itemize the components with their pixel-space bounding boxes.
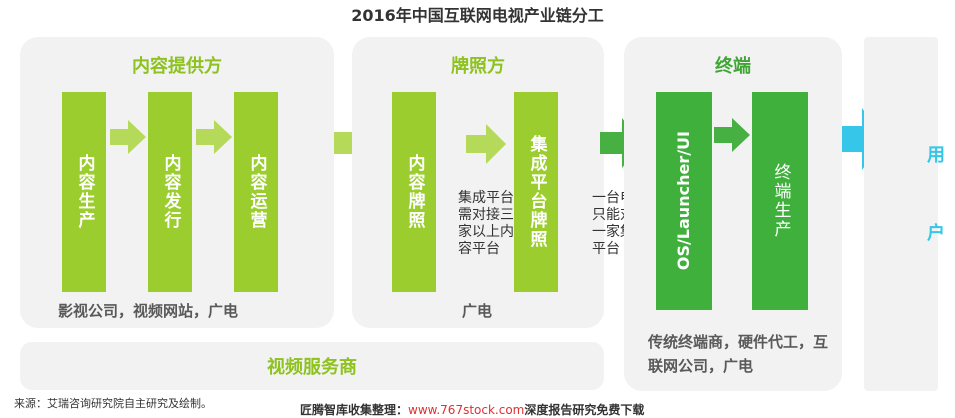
user-label: 用户 <box>884 145 945 346</box>
license-title: 牌照方 <box>451 56 505 77</box>
footer-url[interactable]: www.767stock.com <box>408 403 525 417</box>
user-label-text: 用户 <box>924 145 945 301</box>
integration-license-bar: 集成平台牌照 <box>514 92 558 292</box>
terminal-production-label: 终端生产 <box>770 163 791 239</box>
terminal-production-bar: 终端生产 <box>752 92 808 310</box>
license-panel <box>352 37 604 328</box>
arrow-production-to-distribution-icon <box>110 120 146 154</box>
terminal-title: 终端 <box>715 56 751 77</box>
footer-prefix: 匠腾智库收集整理： <box>300 403 409 417</box>
content-provider-title: 内容提供方 <box>132 56 222 77</box>
arrow-os-to-production-icon <box>714 118 750 152</box>
footer-watermark: 匠腾智库收集整理：www.767stock.com深度报告研究免费下载 <box>300 401 644 418</box>
content-distribution-bar: 内容发行 <box>148 92 192 292</box>
license-note: 集成平台需对接三家以上内容平台 <box>458 190 514 257</box>
content-operation-bar: 内容运营 <box>234 92 278 292</box>
arrow-distribution-to-operation-icon <box>196 120 232 154</box>
terminal-caption: 传统终端商，硬件代工，互联网公司，广电 <box>648 333 829 375</box>
content-provider-caption: 影视公司，视频网站，广电 <box>58 302 239 320</box>
content-license-label: 内容牌照 <box>404 154 425 230</box>
footer-suffix: 深度报告研究免费下载 <box>524 403 645 417</box>
license-caption: 广电 <box>462 302 493 320</box>
content-operation-label: 内容运营 <box>246 154 267 230</box>
content-distribution-label: 内容发行 <box>160 154 181 230</box>
video-service-panel: 视频服务商 <box>20 342 604 390</box>
os-launcher-ui-bar: OS/Launcher/UI <box>656 92 712 310</box>
content-production-label: 内容生产 <box>74 154 95 230</box>
content-production-bar: 内容生产 <box>62 92 106 292</box>
content-license-bar: 内容牌照 <box>392 92 436 292</box>
arrow-license-to-integration-icon <box>466 124 506 164</box>
os-launcher-ui-label: OS/Launcher/UI <box>674 131 693 271</box>
video-service-label: 视频服务商 <box>267 357 357 378</box>
source-note: 来源：艾瑞咨询研究院自主研究及绘制。 <box>14 397 212 410</box>
chart-title: 2016年中国互联网电视产业链分工 <box>351 6 604 25</box>
integration-license-label: 集成平台牌照 <box>526 135 547 249</box>
user-panel <box>864 37 938 391</box>
arrow-to-user-icon <box>842 108 884 170</box>
